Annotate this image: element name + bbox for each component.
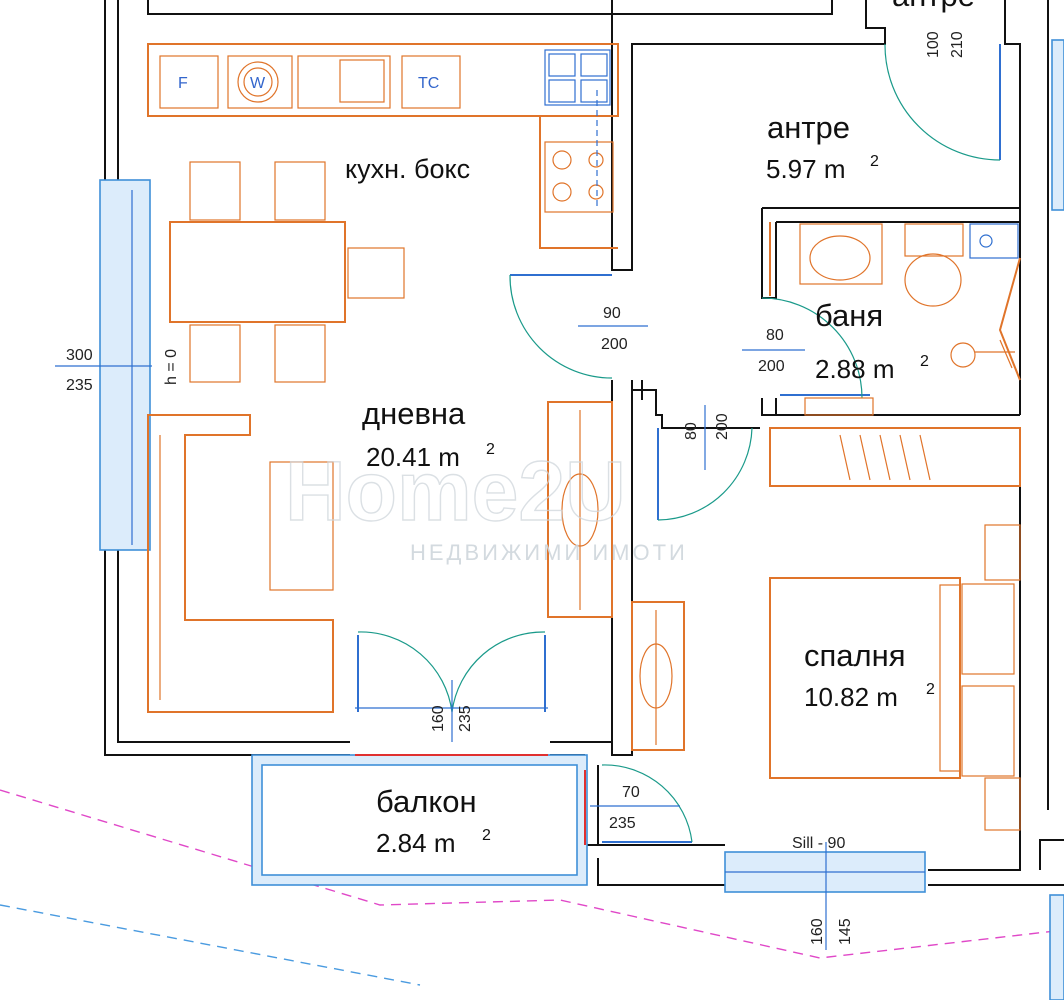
living-door-height: 200: [601, 336, 628, 353]
dimension-labels: 100 210 90 200 80 200 80 200 300 235 h =…: [55, 31, 966, 950]
antre-area-sup: 2: [870, 153, 879, 170]
balcony-side-door-height: 235: [609, 815, 636, 832]
banya-area-sup: 2: [920, 353, 929, 370]
balcony-door-width: 160: [430, 705, 447, 732]
sofa-set: [147, 414, 334, 713]
left-window-width: 300: [66, 347, 93, 364]
dnevna-area-sup: 2: [486, 441, 495, 458]
antre-area: 5.97 m: [766, 154, 846, 184]
watermark-tagline: НЕДВИЖИМИ ИМОТИ: [410, 540, 688, 565]
bath-door-width: 80: [766, 327, 784, 344]
bed-window-width: 160: [809, 918, 826, 945]
dnevna-area: 20.41 m: [366, 442, 460, 472]
bed-window-height: 145: [837, 918, 854, 945]
balcony-side-door-width: 70: [622, 784, 640, 801]
bath-door-height: 200: [758, 358, 785, 375]
balkon-name: балкон: [376, 784, 477, 819]
fridge-label: F: [178, 75, 188, 92]
bed-door-height: 200: [714, 413, 731, 440]
site-line-blue: [0, 904, 421, 986]
walls: [104, 0, 1064, 886]
antre-name: антре: [767, 110, 850, 145]
dining-set: [169, 161, 405, 383]
doors: [357, 43, 1001, 843]
top-cut-label: антре: [892, 0, 975, 13]
living-door-width: 90: [603, 305, 621, 322]
dnevna-name: дневна: [362, 396, 466, 431]
balkon-area-sup: 2: [482, 827, 491, 844]
entry-door-width: 100: [925, 31, 942, 58]
entry-door-height: 210: [949, 31, 966, 58]
wardrobes: [547, 401, 1021, 751]
spalnya-name: спалня: [804, 638, 906, 673]
windows: [99, 39, 1064, 1000]
left-window-note: h = 0: [163, 349, 180, 385]
left-window-height: 235: [66, 377, 93, 394]
bed-set: [769, 524, 1021, 831]
banya-name: баня: [815, 298, 883, 333]
balcony-door-height: 235: [457, 705, 474, 732]
banya-area: 2.88 m: [815, 354, 895, 384]
spalnya-area-sup: 2: [926, 681, 935, 698]
dishwasher-label: TC: [418, 75, 439, 92]
bathroom-fixtures: [769, 222, 1021, 416]
spalnya-area: 10.82 m: [804, 682, 898, 712]
kitchen-label: кухн. бокс: [345, 154, 470, 184]
bed-door-width: 80: [683, 422, 700, 440]
washer-label: W: [250, 75, 266, 92]
bed-window-sill: Sill - 90: [792, 835, 845, 852]
watermark-brand: Home2U: [285, 444, 626, 538]
balkon-area: 2.84 m: [376, 828, 456, 858]
kitchen-furniture: [147, 43, 619, 249]
